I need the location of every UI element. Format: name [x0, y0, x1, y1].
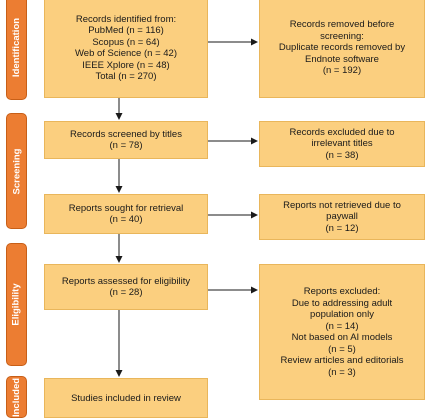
- reports-assessed-label: Reports assessed for eligibility: [61, 275, 191, 287]
- records-total: Total (n = 270): [95, 71, 157, 82]
- reports-not-retrieved-reason: paywall: [326, 211, 358, 223]
- records-screened-label: Records screened by titles: [70, 128, 182, 140]
- reports-sought-label: Reports sought for retrieval: [68, 202, 184, 214]
- reports-not-retrieved-box: Reports not retrieved due to paywall (n …: [259, 194, 425, 240]
- reports-excluded-heading: Reports excluded:: [303, 286, 381, 297]
- records-excluded-label: Records excluded due to: [289, 126, 395, 138]
- records-removed-heading-2: screening:: [320, 30, 364, 42]
- phase-eligibility-label: Eligibility: [11, 283, 23, 326]
- phase-included-label: Included: [11, 377, 22, 417]
- records-screened-box: Records screened by titles (n = 78): [44, 121, 208, 159]
- phase-eligibility: Eligibility: [6, 243, 27, 366]
- records-removed-box: Records removed before screening: Duplic…: [259, 0, 425, 98]
- records-scopus: Scopus (n = 64): [92, 36, 160, 48]
- reports-excluded-box: Reports excluded: Due to addressing adul…: [259, 264, 425, 400]
- studies-included-box: Studies included in review: [44, 378, 208, 418]
- records-identified-box: Records identified from: PubMed (n = 116…: [44, 0, 208, 98]
- reason-adult-population: Due to addressing adult: [291, 297, 393, 309]
- phase-screening-label: Screening: [11, 148, 22, 194]
- reports-assessed-count: (n = 28): [109, 287, 143, 298]
- records-excluded-box: Records excluded due to irrelevant title…: [259, 121, 425, 167]
- phase-identification-label: Identification: [11, 17, 22, 77]
- phase-identification: Identification: [6, 0, 27, 100]
- reason-reviews-editorials: Review articles and editorials: [280, 355, 404, 366]
- reason-reviews-editorials-count: (n = 3): [328, 366, 356, 378]
- duplicates-removed-tool: Endnote software: [305, 53, 379, 65]
- reports-not-retrieved-count: (n = 12): [325, 222, 359, 234]
- records-pubmed: PubMed (n = 116): [88, 25, 164, 36]
- reason-not-ai-models: Not based on AI models: [291, 332, 393, 343]
- records-excluded-reason: irrelevant titles: [311, 138, 373, 150]
- reports-sought-box: Reports sought for retrieval (n = 40): [44, 194, 208, 234]
- phase-included: Included: [6, 376, 27, 418]
- reason-not-ai-models-count: (n = 5): [328, 343, 356, 355]
- prisma-flow-diagram: Identification Screening Eligibility Inc…: [6, 0, 425, 418]
- reason-adult-population-count: (n = 14): [325, 320, 359, 332]
- studies-included-label: Studies included in review: [71, 393, 181, 404]
- records-screened-count: (n = 78): [109, 140, 143, 151]
- phase-screening: Screening: [6, 113, 27, 229]
- records-removed-count: (n = 192): [322, 65, 362, 77]
- records-web-of-science: Web of Science (n = 42): [74, 48, 177, 59]
- records-ieee-xplore: IEEE Xplore (n = 48): [82, 59, 170, 71]
- reports-not-retrieved-label: Reports not retrieved due to: [283, 199, 401, 211]
- reason-adult-population-2: population only: [310, 309, 374, 320]
- records-excluded-count: (n = 38): [325, 149, 359, 161]
- records-identified-heading: Records identified from:: [75, 13, 177, 25]
- reports-sought-count: (n = 40): [109, 214, 143, 225]
- duplicates-removed-label: Duplicate records removed by: [278, 42, 406, 54]
- reports-assessed-box: Reports assessed for eligibility (n = 28…: [44, 264, 208, 310]
- records-removed-heading: Records removed before: [289, 19, 395, 31]
